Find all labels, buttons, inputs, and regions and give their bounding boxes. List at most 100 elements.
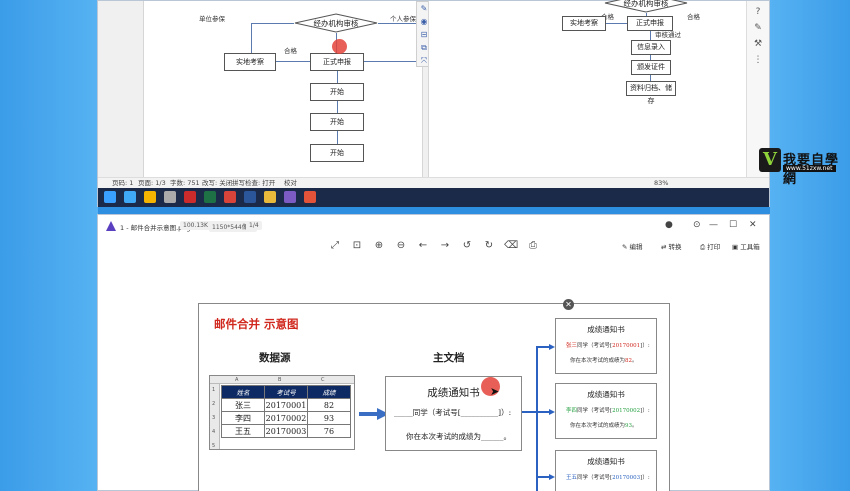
edge-icon[interactable] [124, 191, 136, 203]
start-icon[interactable] [104, 191, 116, 203]
image-dims: 1150*544像素 [209, 221, 257, 232]
flow-label-pass-a: 合格 [601, 13, 614, 21]
fit-icon[interactable]: ⤢ [331, 240, 339, 251]
flow-line [364, 61, 418, 62]
flow-box-archive: 资料归档、储存 [626, 81, 676, 105]
flow-line [650, 55, 651, 60]
shape-icon[interactable]: ◉ [420, 17, 428, 26]
app-icon[interactable] [164, 191, 176, 203]
output-card-2: 成绩通知书 李四同学（考试号[20170002]）: 你在本次考试的成绩为93。 [555, 383, 657, 439]
cell-score: 76 [307, 424, 351, 438]
output-line-1: 张三同学（考试号[20170001]）: [566, 341, 650, 349]
pin-icon[interactable]: ⊙ [693, 220, 701, 230]
merged-id: 20170002 [612, 408, 641, 414]
document-page-2: 经办机构审核 合格 合格 实地考察 正式申报 审核通过 信息录入 颁发证件 资料… [428, 0, 748, 177]
sheet-row-header: 1 2 3 4 5 [210, 384, 220, 449]
actual-size-icon[interactable]: ⊡ [352, 240, 362, 251]
flow-line [337, 101, 338, 113]
cell-name: 张三 [221, 398, 265, 412]
print-button[interactable]: ⎙ 打印 [700, 243, 721, 251]
flow-line [337, 71, 338, 83]
rotate-left-icon[interactable]: ↺ [462, 240, 472, 251]
zoom-out-icon[interactable]: ⊖ [396, 240, 406, 251]
viewer-file-title: 1 - 邮件合并示意图.png [120, 224, 191, 232]
flow-diamond-review-2: 经办机构审核 [604, 0, 688, 13]
tools-icon[interactable]: ⚒ [753, 39, 763, 49]
info-icon[interactable]: ⎙ [529, 240, 537, 251]
flow-box-formal-report-2: 正式申报 [627, 16, 673, 31]
output-line-2: 你在本次考试的成绩为93。 [570, 421, 638, 429]
flow-label-unit: 单位参保 [199, 15, 225, 23]
image-viewer-window: 1 - 邮件合并示意图.png 100.13K 1150*544像素 1/4 ●… [97, 214, 770, 491]
status-check[interactable]: 校对 [284, 179, 297, 187]
flow-label-pass: 合格 [284, 47, 297, 55]
app-icon[interactable] [284, 191, 296, 203]
flow-label-audit-pass: 审核通过 [655, 31, 681, 39]
chrome-icon[interactable] [144, 191, 156, 203]
status-revise: 改写: 关闭 [202, 179, 233, 187]
cell-id: 20170002 [264, 411, 308, 425]
document-area: 单位参保 经办机构审核 个人参保 合格 实地考察 正式申报 开始 开始 开始 [98, 0, 748, 177]
status-bar: 页码: 1 页面: 1/3 字数: 751 改写: 关闭 拼写检查: 打开 校对… [98, 177, 769, 188]
diagram-title: 邮件合并 示意图 [214, 317, 299, 331]
merged-score: 82 [625, 358, 633, 364]
image-canvas: 邮件合并 示意图 数据源 主文档 A B C 1 2 3 4 5 姓名 考试号 … [198, 303, 670, 491]
minimize-icon[interactable]: — [709, 220, 718, 230]
canvas-close-icon[interactable]: ✕ [563, 299, 574, 310]
lock-icon[interactable]: ⊟ [420, 30, 428, 39]
avatar-icon[interactable]: ● [665, 220, 673, 230]
col-b: B [278, 377, 282, 383]
merge-arrow-icon [359, 408, 389, 420]
close-icon[interactable]: ✕ [749, 220, 757, 230]
viewer-titlebar: 1 - 邮件合并示意图.png 100.13K 1150*544像素 1/4 ●… [98, 215, 769, 237]
image-page: 1/4 [246, 221, 262, 230]
edit-button[interactable]: ✎ 编辑 [622, 243, 643, 251]
flow-box-info-entry: 信息录入 [631, 40, 671, 55]
question-icon[interactable]: ? [755, 7, 761, 17]
flow-line [650, 31, 651, 41]
flow-box-site-check-2: 实地考察 [562, 16, 606, 31]
document-page-1: 单位参保 经办机构审核 个人参保 合格 实地考察 正式申报 开始 开始 开始 [143, 1, 423, 177]
prev-icon[interactable]: ← [418, 240, 428, 251]
convert-button[interactable]: ⇄ 转换 [661, 243, 682, 251]
output-title: 成绩通知书 [587, 325, 625, 334]
edit-icon[interactable]: ✎ [754, 23, 762, 33]
main-doc-label: 主文档 [433, 352, 465, 364]
app-icon[interactable] [304, 191, 316, 203]
output-text: 你在本次考试的成绩为 [570, 358, 626, 364]
pen-icon[interactable]: ✎ [420, 4, 428, 13]
cell-name: 王五 [221, 424, 265, 438]
share-icon[interactable]: ⋮ [753, 55, 763, 65]
folder-icon[interactable] [264, 191, 276, 203]
diamond-shape [294, 13, 378, 33]
notice-line-2: 你在本次考试的成绩为______。 [406, 432, 511, 441]
flow-diamond-label: 经办机构审核 [623, 0, 669, 8]
cursor-highlight [332, 39, 347, 54]
zoom-in-icon[interactable]: ⊕ [374, 240, 384, 251]
watermark-url: www.51zxw.net [783, 165, 836, 172]
rotate-right-icon[interactable]: ↻ [484, 240, 494, 251]
watermark-text: 我要自學網 [783, 153, 840, 187]
maximize-icon[interactable]: ☐ [729, 220, 738, 230]
status-page: 页码: 1 [112, 179, 134, 187]
cell-score: 82 [307, 398, 351, 412]
excel-icon[interactable] [204, 191, 216, 203]
delete-icon[interactable]: ⌫ [504, 240, 519, 251]
layout-icon[interactable]: ⧉ [421, 43, 427, 52]
word-window: 单位参保 经办机构审核 个人参保 合格 实地考察 正式申报 开始 开始 开始 [97, 0, 838, 207]
site-watermark: V 我要自學網 www.51zxw.net [759, 148, 849, 187]
output-text: 。 [632, 423, 638, 429]
app-icon[interactable] [184, 191, 196, 203]
toolbox-button[interactable]: ▣ 工具箱 [732, 243, 760, 251]
wrap-icon[interactable]: ⤧ [420, 56, 428, 65]
zoom-level[interactable]: 83% [654, 179, 669, 187]
status-spell[interactable]: 拼写检查: 打开 [232, 179, 276, 187]
flow-line [378, 23, 418, 24]
merged-name: 王五 [566, 475, 578, 481]
next-icon[interactable]: → [440, 240, 450, 251]
app-icon[interactable] [224, 191, 236, 203]
table-row: 李四 20170002 93 [221, 411, 351, 425]
source-label: 数据源 [259, 352, 291, 364]
background-left [0, 0, 98, 491]
word-icon[interactable] [244, 191, 256, 203]
